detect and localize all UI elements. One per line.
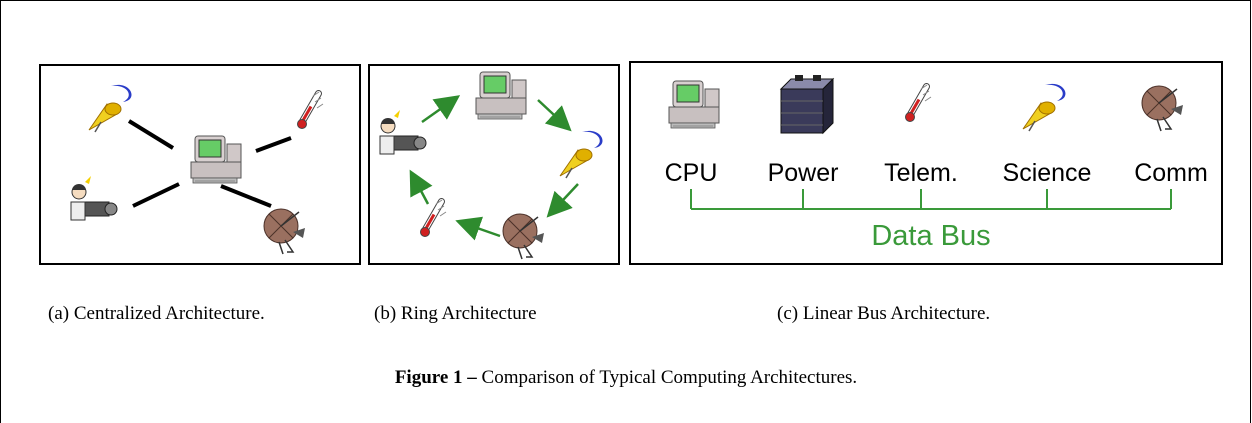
ring-panel [368, 64, 620, 265]
bus-node-label-telem: Telem. [884, 159, 958, 187]
figure-caption: Figure 1 – Comparison of Typical Computi… [0, 367, 1252, 389]
centralized-links [127, 119, 292, 208]
caption-centralized: (a) Centralized Architecture. [48, 303, 265, 324]
computer-icon [190, 135, 242, 184]
bus-thermometer-icon [905, 81, 932, 122]
bus-battery-icon [780, 74, 834, 134]
bus-node-label-science: Science [1003, 159, 1092, 187]
bus-diagram: CPU Power Telem. Science Comm Data Bus [665, 74, 1208, 252]
bus-antenna-dish-icon [1141, 85, 1184, 132]
caption-bus: (c) Linear Bus Architecture. [777, 303, 991, 324]
ring-thermometer-icon [420, 196, 447, 237]
bus-cpu-icon [668, 80, 720, 129]
bus-telescope-icon [1022, 83, 1067, 132]
bus-node-label-cpu: CPU [665, 159, 718, 187]
ring-diagram [379, 71, 604, 260]
ring-telescope-icon [559, 130, 604, 179]
camera-icon [70, 175, 118, 221]
ring-computer-icon [475, 71, 527, 120]
data-bus-label: Data Bus [871, 220, 990, 252]
figure-label: Figure 1 – [394, 367, 477, 388]
bus-node-labels: CPU Power Telem. Science Comm [665, 159, 1208, 187]
bus-panel: CPU Power Telem. Science Comm Data Bus [629, 61, 1223, 265]
figure-caption-text: Comparison of Typical Computing Architec… [476, 367, 858, 388]
ring-links [409, 95, 579, 241]
thermometer-icon [297, 88, 324, 129]
centralized-diagram [70, 84, 324, 255]
caption-ring: (b) Ring Architecture [374, 303, 537, 324]
antenna-dish-icon [263, 208, 306, 255]
bus-node-label-comm: Comm [1134, 159, 1208, 187]
telescope-icon [88, 84, 133, 133]
ring-antenna-dish-icon [502, 213, 545, 260]
ring-camera-icon [379, 109, 427, 155]
bus-node-label-power: Power [768, 159, 839, 187]
centralized-panel [39, 64, 361, 265]
bus-lines [690, 189, 1172, 210]
